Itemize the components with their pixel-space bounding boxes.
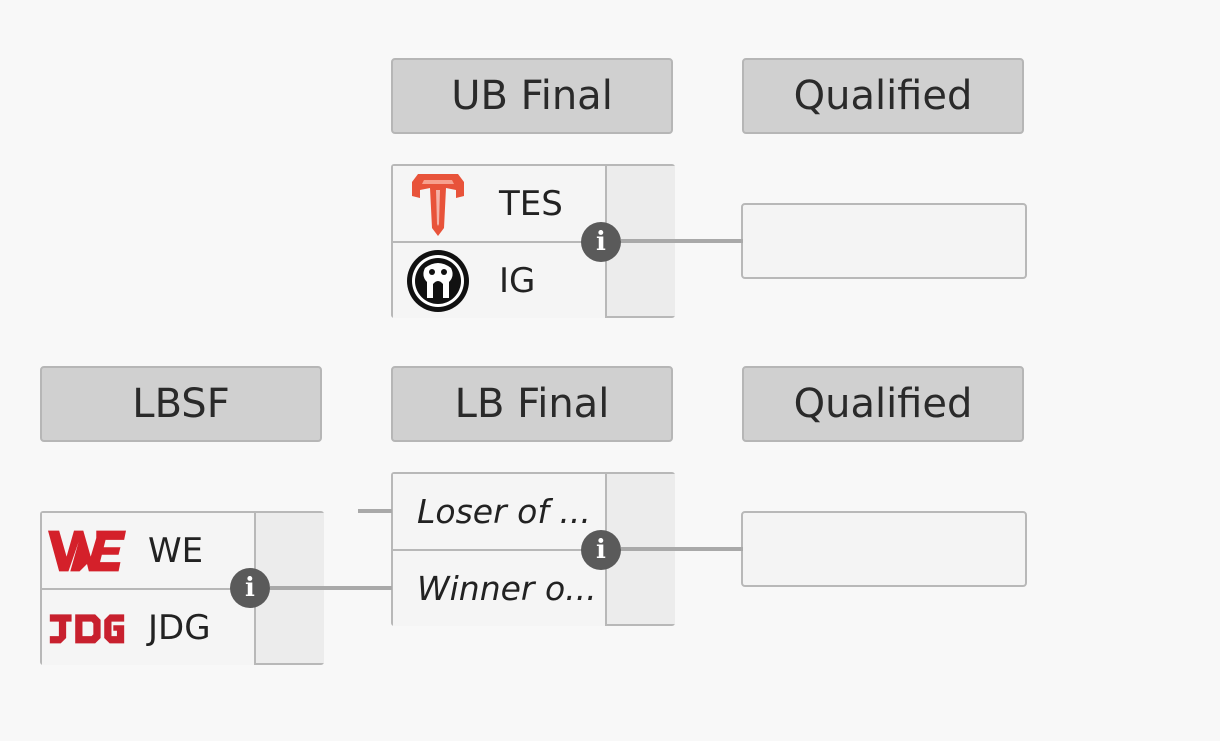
info-icon[interactable]: i bbox=[581, 530, 621, 570]
lb-final-match[interactable]: Loser of ... Winner o... bbox=[391, 472, 675, 626]
team-slot-jdg[interactable]: JDG bbox=[42, 590, 254, 665]
slot-placeholder-text: Loser of ... bbox=[417, 492, 591, 531]
info-icon[interactable]: i bbox=[230, 568, 270, 608]
qualified-lower-header-label: Qualified bbox=[793, 381, 973, 427]
tes-logo-icon bbox=[399, 169, 477, 239]
team-slot-tes[interactable]: TES bbox=[393, 166, 605, 243]
qualified-lower-header: Qualified bbox=[742, 366, 1024, 442]
bracket-connector-stub bbox=[358, 509, 392, 513]
team-name: JDG bbox=[148, 607, 211, 648]
qualified-upper-slot[interactable] bbox=[741, 203, 1027, 279]
bracket-connector bbox=[270, 586, 392, 590]
bracket-connector bbox=[621, 547, 743, 551]
lb-final-header-label: LB Final bbox=[454, 381, 610, 427]
info-icon[interactable]: i bbox=[581, 222, 621, 262]
team-slot-ig[interactable]: IG bbox=[393, 243, 605, 318]
ig-logo-icon bbox=[399, 246, 477, 316]
ub-final-header-label: UB Final bbox=[451, 73, 613, 119]
slot-placeholder-text: Winner o... bbox=[417, 569, 597, 608]
jdg-logo-icon bbox=[48, 593, 126, 663]
team-name: IG bbox=[499, 260, 536, 301]
we-logo-icon bbox=[48, 516, 126, 586]
qualified-upper-header-label: Qualified bbox=[793, 73, 973, 119]
slot-winner-of[interactable]: Winner o... bbox=[393, 551, 605, 626]
team-name: WE bbox=[148, 530, 204, 571]
team-name: TES bbox=[499, 183, 563, 224]
lb-final-header: LB Final bbox=[391, 366, 673, 442]
lbsf-header-label: LBSF bbox=[132, 381, 230, 427]
bracket-connector bbox=[621, 239, 743, 243]
lbsf-header: LBSF bbox=[40, 366, 322, 442]
slot-loser-of[interactable]: Loser of ... bbox=[393, 474, 605, 551]
qualified-upper-header: Qualified bbox=[742, 58, 1024, 134]
team-slot-we[interactable]: WE bbox=[42, 513, 254, 590]
ub-final-match[interactable]: TES IG bbox=[391, 164, 675, 318]
qualified-lower-slot[interactable] bbox=[741, 511, 1027, 587]
ub-final-header: UB Final bbox=[391, 58, 673, 134]
